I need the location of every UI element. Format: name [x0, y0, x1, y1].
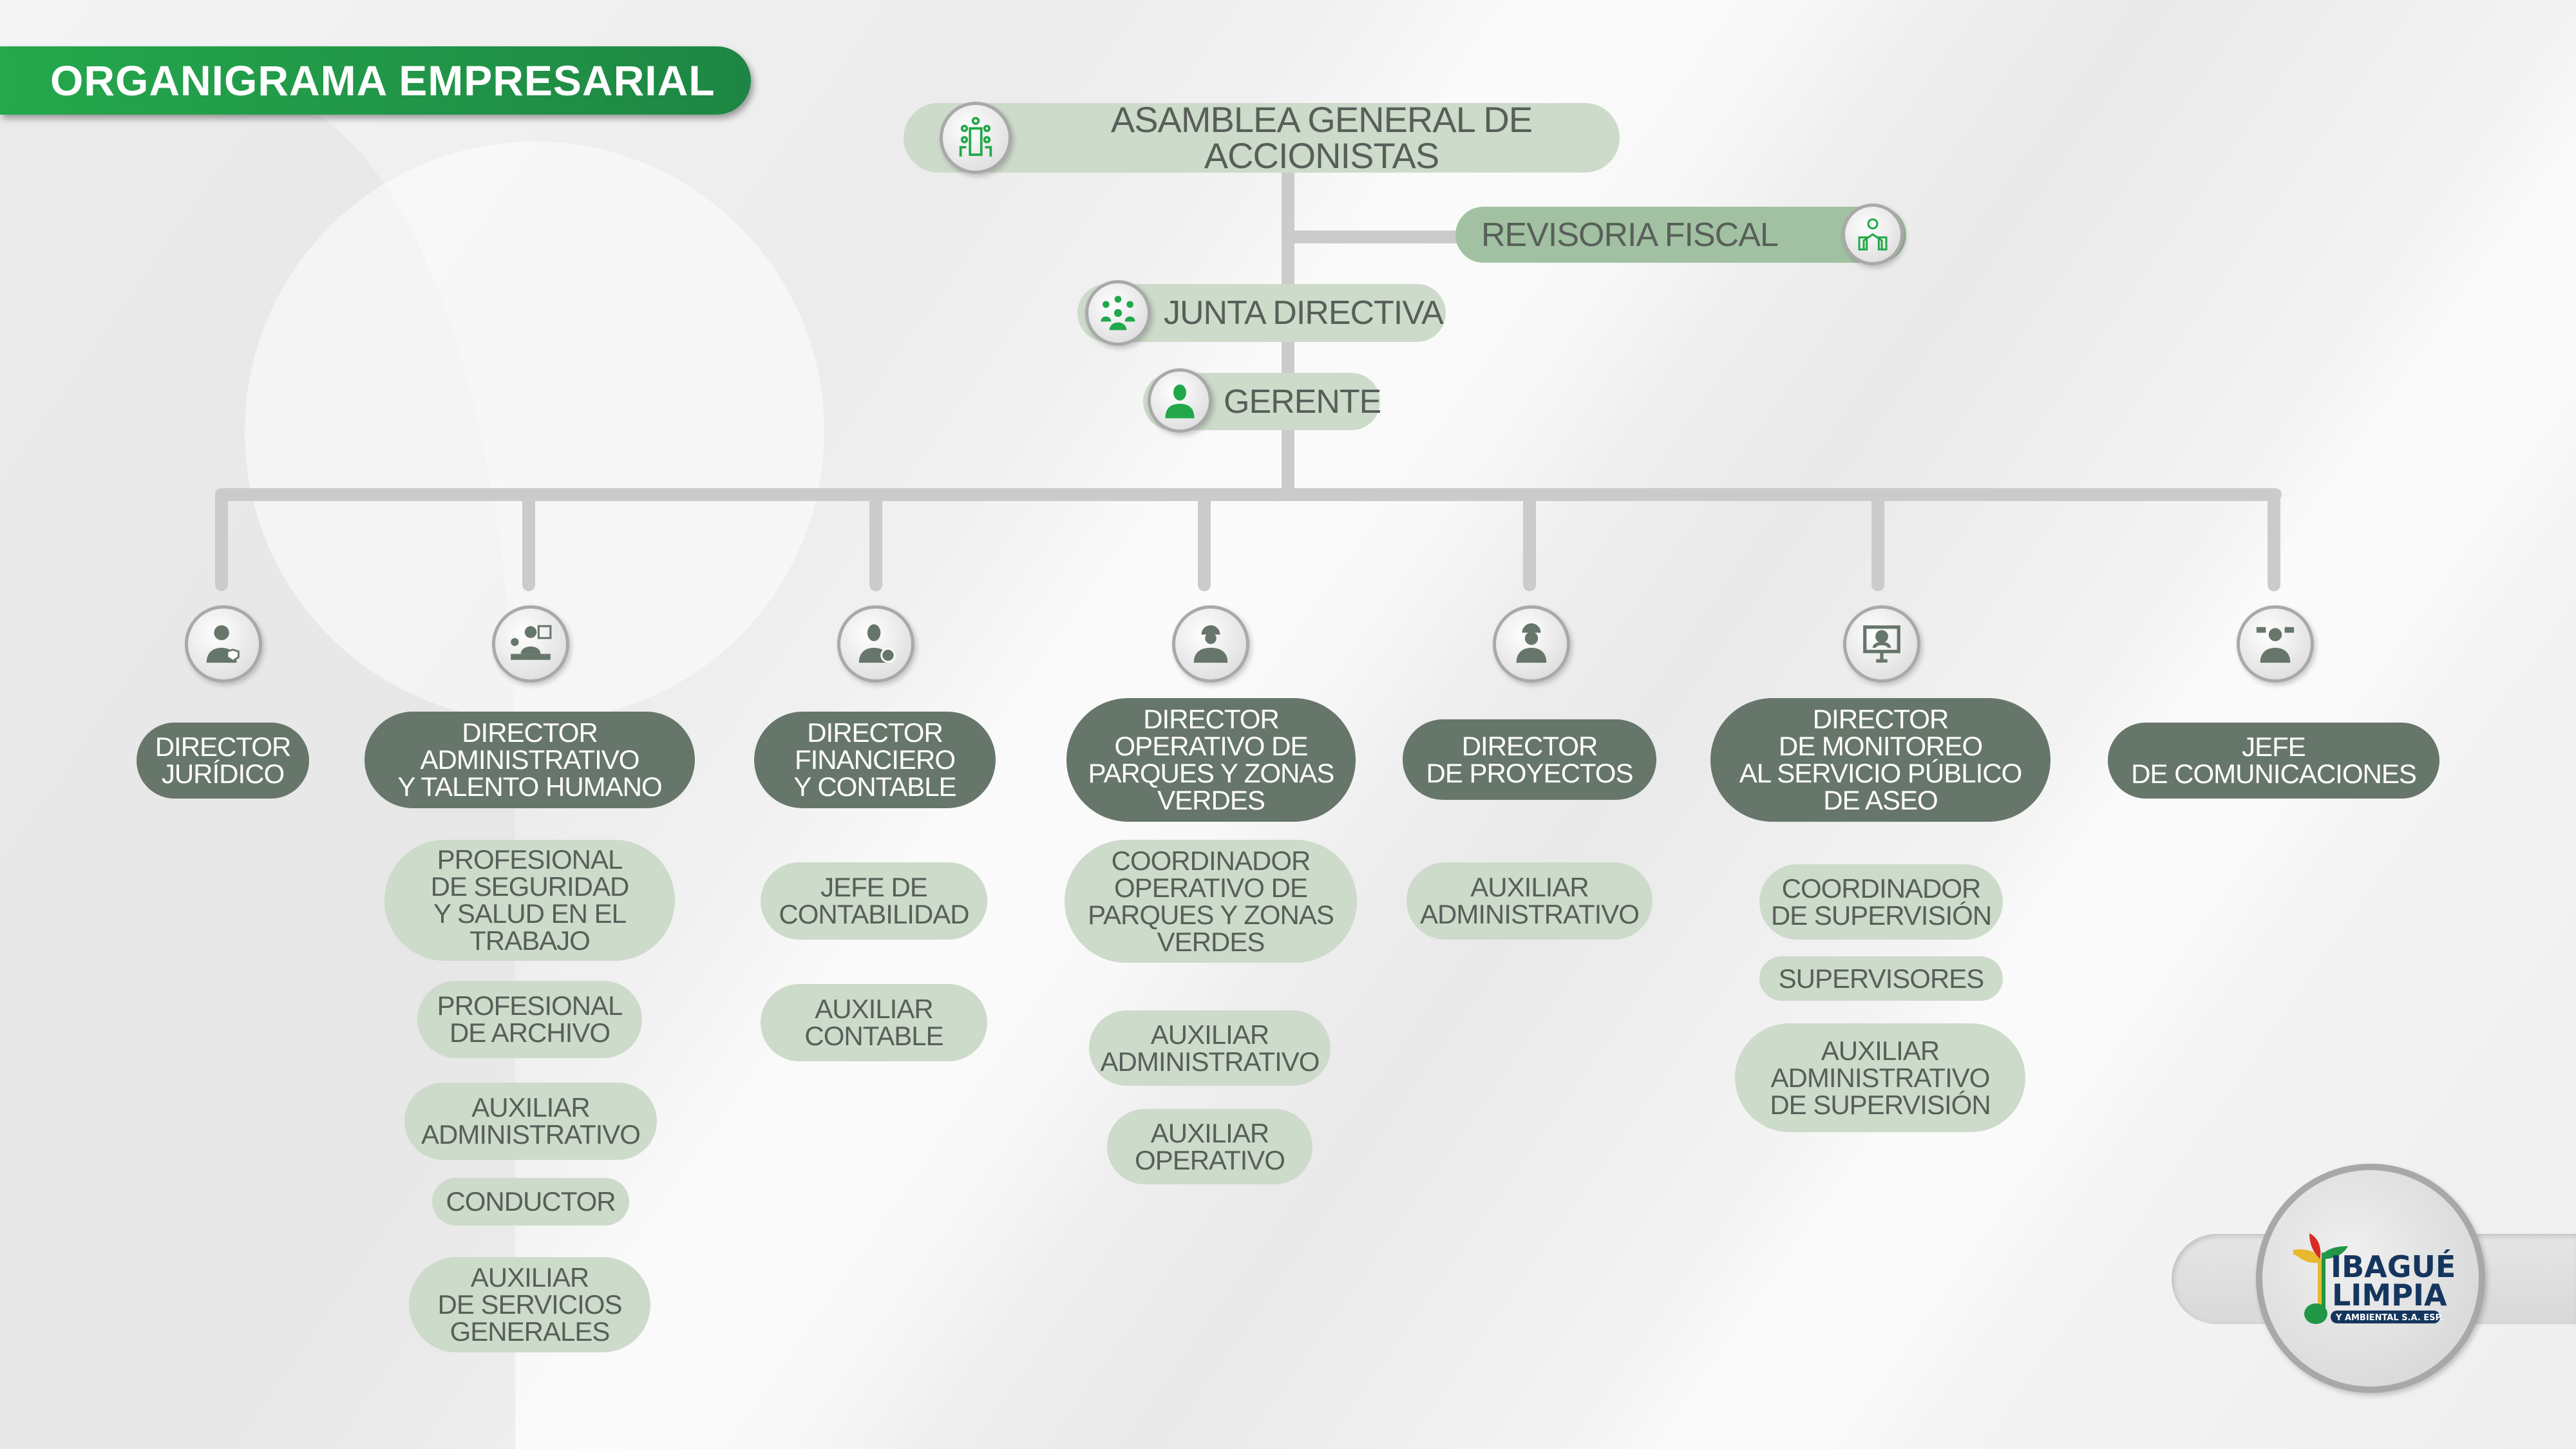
connector-horizontal: [215, 488, 2282, 501]
engineer-icon: [1493, 605, 1570, 683]
connector-revisoria: [1288, 231, 1462, 243]
node-auxiliar-servicios-generales[interactable]: AUXILIAR DE SERVICIOS GENERALES: [409, 1257, 650, 1352]
admin-desk-icon: [492, 605, 569, 683]
node-auxiliar-administrativo[interactable]: AUXILIAR ADMINISTRATIVO: [1089, 1010, 1331, 1086]
connector-drop: [1198, 489, 1211, 591]
lawyer-icon: [185, 605, 262, 683]
node-auxiliar-administrativo-supervision[interactable]: AUXILIAR ADMINISTRATIVO DE SUPERVISIÓN: [1735, 1023, 2025, 1132]
company-logo: IBAGUÉ LIMPIA Y AMBIENTAL S.A. ESP.: [2256, 1164, 2485, 1393]
node-profesional-archivo[interactable]: PROFESIONAL DE ARCHIVO: [417, 981, 642, 1058]
node-auxiliar-administrativo[interactable]: AUXILIAR ADMINISTRATIVO: [404, 1083, 657, 1160]
node-director-administrativo[interactable]: DIRECTOR ADMINISTRATIVO Y TALENTO HUMANO: [365, 712, 695, 808]
node-coordinador-supervision[interactable]: COORDINADOR DE SUPERVISIÓN: [1759, 864, 2003, 940]
node-auxiliar-operativo[interactable]: AUXILIAR OPERATIVO: [1107, 1109, 1312, 1184]
connector-drop: [1871, 489, 1884, 591]
board-meeting-icon: [1085, 280, 1151, 346]
assembly-icon: [940, 102, 1012, 174]
auditor-icon: [1842, 204, 1904, 265]
finance-person-icon: [837, 605, 914, 683]
node-auxiliar-administrativo[interactable]: AUXILIAR ADMINISTRATIVO: [1406, 862, 1653, 940]
node-conductor[interactable]: CONDUCTOR: [432, 1178, 629, 1226]
connector-drop: [869, 489, 882, 591]
node-coordinador-operativo[interactable]: COORDINADOR OPERATIVO DE PARQUES Y ZONAS…: [1065, 840, 1357, 963]
svg-text:Y AMBIENTAL S.A. ESP.: Y AMBIENTAL S.A. ESP.: [2335, 1313, 2443, 1323]
node-supervisores[interactable]: SUPERVISORES: [1759, 956, 2003, 1001]
connector-drop: [2268, 489, 2280, 591]
node-jefe-contabilidad[interactable]: JEFE DE CONTABILIDAD: [761, 862, 987, 940]
node-jefe-comunicaciones[interactable]: JEFE DE COMUNICACIONES: [2108, 723, 2439, 799]
node-director-proyectos[interactable]: DIRECTOR DE PROYECTOS: [1403, 719, 1656, 800]
node-director-monitoreo[interactable]: DIRECTOR DE MONITOREO AL SERVICIO PÚBLIC…: [1710, 698, 2050, 822]
node-auxiliar-contable[interactable]: AUXILIAR CONTABLE: [761, 984, 987, 1061]
connector-drop: [522, 489, 535, 591]
page-title: ORGANIGRAMA EMPRESARIAL: [0, 46, 751, 115]
node-label: ASAMBLEA GENERAL DE ACCIONISTAS: [1110, 99, 1533, 176]
connector-drop: [1523, 489, 1536, 591]
node-director-financiero[interactable]: DIRECTOR FINANCIERO Y CONTABLE: [754, 712, 996, 808]
node-label: JUNTA DIRECTIVA: [1164, 294, 1444, 332]
svg-text:IBAGUÉ: IBAGUÉ: [2331, 1249, 2456, 1284]
node-revisoria[interactable]: REVISORIA FISCAL: [1455, 207, 1906, 263]
connector-drop: [215, 489, 228, 591]
node-director-operativo[interactable]: DIRECTOR OPERATIVO DE PARQUES Y ZONAS VE…: [1066, 698, 1356, 822]
monitor-person-icon: [1843, 605, 1920, 683]
node-label: REVISORIA FISCAL: [1481, 216, 1779, 254]
worker-helmet-icon: [1172, 605, 1249, 683]
svg-text:LIMPIA: LIMPIA: [2332, 1278, 2447, 1312]
node-asamblea[interactable]: ASAMBLEA GENERAL DE ACCIONISTAS: [904, 99, 1620, 176]
node-label: GERENTE: [1224, 383, 1381, 421]
node-profesional-seguridad[interactable]: PROFESIONAL DE SEGURIDAD Y SALUD EN EL T…: [384, 840, 675, 961]
manager-icon: [1148, 368, 1212, 433]
node-director-juridico[interactable]: DIRECTOR JURÍDICO: [137, 723, 309, 799]
communications-icon: [2237, 605, 2314, 683]
